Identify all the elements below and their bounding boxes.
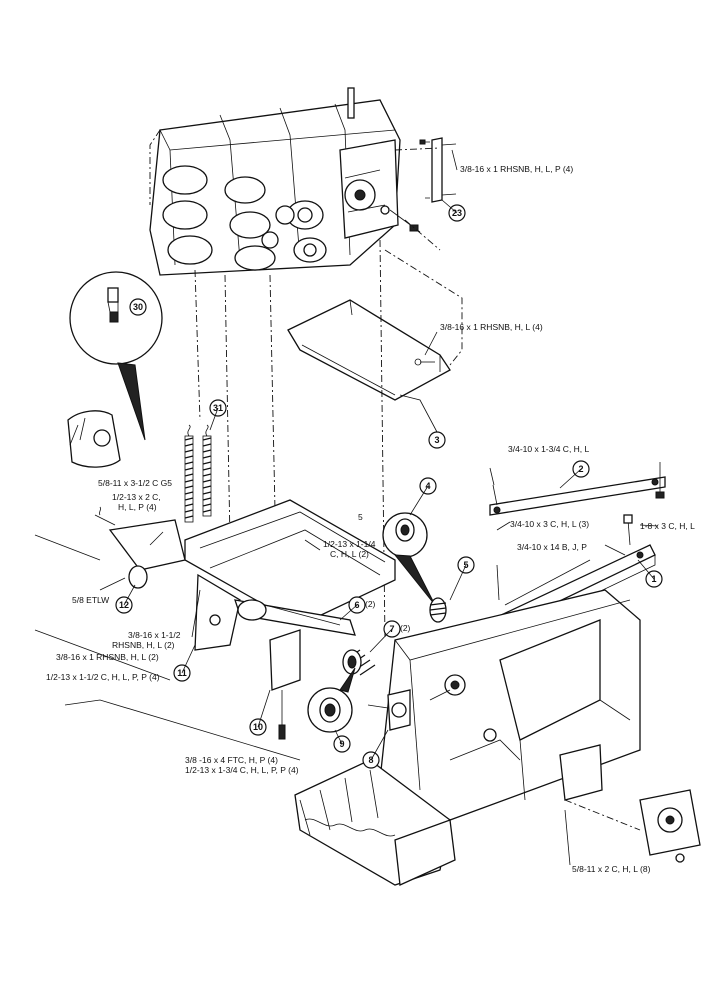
hopper-assembly — [149, 87, 421, 276]
label-l16: 5/8-11 x 2 C, H, L (8) — [572, 864, 651, 874]
label-l17: (2) — [365, 599, 376, 609]
label-l19: 5 — [358, 512, 363, 522]
bushing-9 — [307, 667, 356, 733]
label-l11a: 3/8-16 x 1-1/2 — [128, 630, 181, 640]
beater-drum — [294, 759, 456, 886]
callout-30: 30 — [129, 298, 147, 316]
label-l4: 3/4-10 x 3 C, H, L (3) — [510, 519, 589, 529]
label-l8a: 1/2-13 x 2 C, — [112, 492, 161, 502]
deflector-chute-3 — [287, 299, 451, 401]
label-l1: 3/8-16 x 1 RHSNB, H, L, P (4) — [460, 164, 573, 174]
label-l9b: C, H, L (2) — [330, 549, 369, 559]
part-labels: 3/8-16 x 1 RHSNB, H, L, P (4) 3/8-16 x 1… — [46, 164, 695, 874]
label-l10: 5/8 ETLW — [72, 595, 109, 605]
spring-7 — [342, 649, 376, 676]
callout-number: 30 — [133, 302, 143, 312]
label-l6: 1-8 x 3 C, H, L — [640, 521, 695, 531]
long-bolt — [504, 559, 591, 606]
roller-bank — [162, 165, 327, 271]
motor-alignment — [564, 799, 641, 831]
callout-number: 11 — [177, 668, 187, 678]
detail-circle-30 — [69, 271, 163, 441]
label-l2: 3/8-16 x 1 RHSNB, H, L (4) — [440, 322, 543, 332]
outline-lines — [34, 534, 301, 761]
part-5 — [429, 597, 447, 623]
bracket-23 — [419, 137, 457, 203]
bar-2 — [489, 462, 666, 516]
bolt-3-4 — [496, 564, 500, 601]
bushing-4 — [382, 512, 436, 606]
callout-number: 8 — [368, 755, 373, 765]
callout-number: 23 — [452, 208, 462, 218]
main-base-frame — [379, 589, 641, 821]
label-l18: (2) — [400, 623, 411, 633]
label-l15: 1/2-13 x 1-3/4 C, H, L, P, P (4) — [185, 765, 299, 775]
leader-lines — [99, 149, 659, 866]
label-l7: 5/8-11 x 3-1/2 C G5 — [98, 478, 172, 488]
callout-number: 1 — [651, 574, 656, 584]
callout-circle — [129, 298, 147, 316]
callout-3: 3 — [428, 431, 446, 449]
callout-number: 3 — [434, 435, 439, 445]
pivot-frame — [94, 499, 396, 740]
fan-blade — [67, 410, 121, 468]
motor — [639, 789, 701, 863]
label-l5: 3/4-10 x 14 B, J, P — [517, 542, 587, 552]
label-l11b: RHSNB, H, L (2) — [112, 640, 175, 650]
callout-number: 12 — [119, 600, 129, 610]
bearing-8 — [367, 689, 411, 731]
label-l13: 1/2-13 x 1-1/2 C, H, L, P, P (4) — [46, 672, 160, 682]
label-l12: 3/8-16 x 1 RHSNB, H, L (2) — [56, 652, 159, 662]
callout-number: 10 — [253, 722, 263, 732]
label-l9a: 1/2-13 x 1-1/4 — [323, 539, 376, 549]
label-l8b: H, L, P (4) — [118, 502, 157, 512]
callout-number: 9 — [339, 739, 344, 749]
label-l3: 3/4-10 x 1-3/4 C, H, L — [508, 444, 590, 454]
label-l14: 3/8 -16 x 4 FTC, H, P (4) — [185, 755, 278, 765]
springs-31 — [184, 424, 212, 523]
